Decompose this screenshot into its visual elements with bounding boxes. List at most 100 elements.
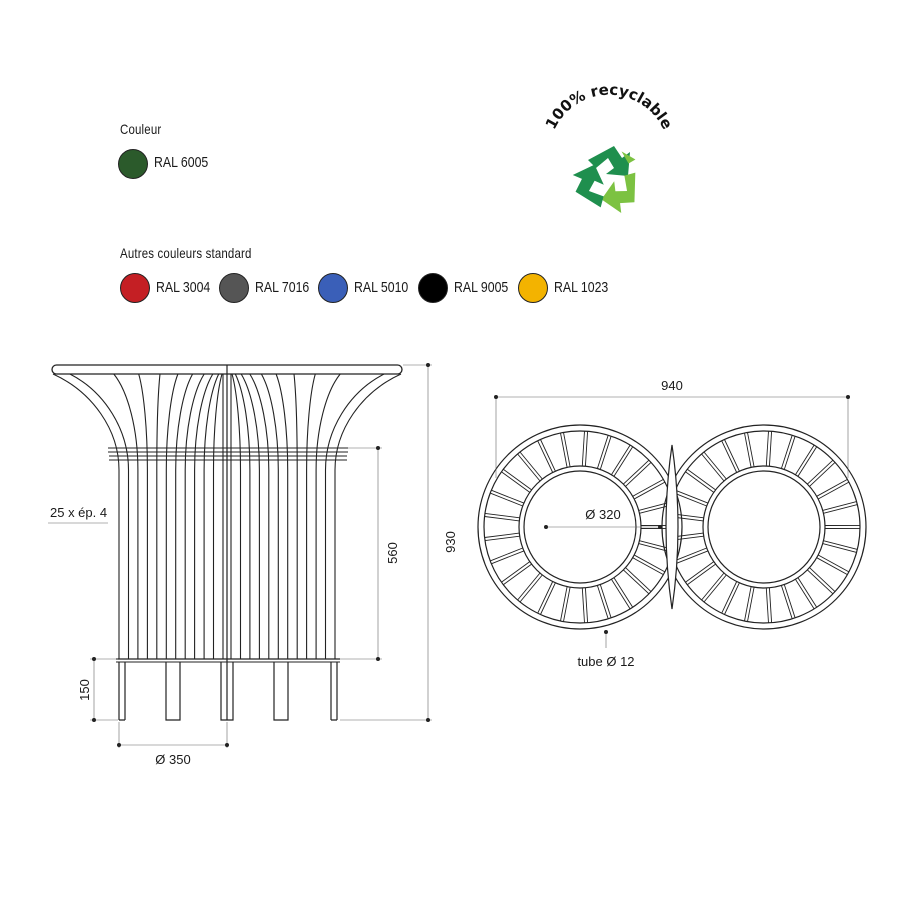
cage-bar: [156, 373, 161, 659]
cage-bar: [334, 373, 402, 659]
ring-spoke: [675, 550, 709, 565]
ring-spoke: [703, 451, 727, 480]
recycle-badge-text: 100% recyclable: [542, 81, 677, 133]
ring-spoke: [517, 572, 541, 601]
ring-spoke: [633, 481, 666, 500]
legs: [118, 662, 338, 721]
ring-spoke: [560, 586, 568, 622]
ring-spoke: [623, 459, 650, 485]
cage-bar: [315, 373, 341, 659]
ring-spoke: [613, 577, 634, 608]
ring-spoke: [491, 489, 525, 504]
cage-bar: [260, 373, 279, 659]
ring-spoke: [809, 567, 836, 592]
colour-swatch: [518, 273, 548, 303]
ring-spoke: [816, 479, 848, 497]
colour-swatch-label: RAL 3004: [156, 279, 211, 296]
ring-spoke: [747, 432, 755, 467]
ring-spoke: [613, 446, 634, 477]
recycle-badge: 100% recyclable: [542, 81, 677, 214]
ring-spoke: [817, 554, 850, 573]
ring-spoke: [685, 471, 715, 493]
ring-spoke: [599, 584, 612, 618]
ring-spoke: [581, 431, 585, 467]
dim-leg-height: 150: [77, 679, 92, 701]
colour-swatch-label: RAL 7016: [255, 279, 310, 296]
main-colour-label: RAL 6005: [154, 154, 209, 171]
ring-spoke: [623, 569, 650, 595]
other-colours-title: Autres couleurs standard: [120, 245, 252, 261]
ring-spoke: [501, 561, 531, 583]
ring-spoke: [703, 574, 727, 603]
cage-bar: [324, 373, 385, 659]
cage-bar: [249, 373, 270, 659]
ring-spoke: [783, 584, 796, 618]
colour-swatch-label: RAL 1023: [554, 279, 609, 296]
ring-spoke: [563, 587, 571, 622]
ring-spoke: [491, 550, 525, 565]
cage-bar: [293, 373, 298, 659]
ring-spoke: [517, 453, 541, 482]
ring-spoke: [503, 468, 532, 491]
ring-spoke: [701, 453, 725, 482]
ring-spoke: [783, 436, 796, 470]
colour-swatch-label: RAL 5010: [354, 279, 409, 296]
ring-spoke: [625, 462, 652, 487]
leg: [165, 662, 181, 721]
ring-spoke: [484, 512, 520, 519]
ring-spoke: [599, 436, 612, 470]
ring-spoke: [537, 581, 554, 614]
ring-spoke: [687, 468, 716, 491]
ring-spoke: [503, 563, 532, 586]
cage-bar: [231, 373, 242, 659]
ring-spoke: [721, 581, 738, 614]
dim-tube: tube Ø 12: [577, 654, 634, 669]
ring-spoke: [807, 569, 834, 595]
cage-bar: [138, 373, 148, 659]
ring-spoke: [632, 479, 664, 497]
ring-spoke: [540, 439, 556, 472]
colour-swatch: [120, 273, 150, 303]
cage-bar: [194, 373, 214, 659]
ring-spoke: [724, 439, 740, 472]
ring-spoke: [768, 587, 773, 623]
ring-spoke: [817, 481, 850, 500]
ring-spoke: [809, 462, 836, 487]
ring-spoke: [807, 459, 834, 485]
ring-spoke: [747, 587, 755, 622]
ring-spoke: [563, 432, 571, 467]
ring-spoke: [797, 446, 818, 477]
ring-spoke: [724, 582, 740, 615]
leg: [273, 662, 289, 721]
cage-bar: [175, 373, 194, 659]
ring-spoke: [674, 547, 707, 562]
ring-spoke: [780, 435, 793, 469]
dim-top-width: 940: [661, 378, 683, 393]
ring-spoke: [519, 451, 543, 480]
ring-spoke: [795, 444, 815, 475]
ring-spoke: [632, 557, 664, 575]
dim-cage-height: 560: [385, 542, 400, 564]
ring-spoke: [674, 492, 707, 507]
ring-spoke: [596, 585, 609, 619]
ring-spoke: [768, 431, 773, 467]
ring-spoke: [797, 577, 818, 608]
colour-swatch-label: RAL 9005: [454, 279, 509, 296]
ring-spoke: [584, 587, 589, 623]
leg: [330, 662, 338, 721]
cage-bar: [52, 373, 120, 659]
cage-bar: [203, 373, 220, 659]
ring-spoke: [611, 444, 631, 475]
recycle-icon: [572, 146, 636, 214]
ring-spoke: [540, 582, 556, 615]
colour-section-title: Couleur: [120, 121, 162, 137]
ring-spoke: [744, 586, 752, 622]
ring-spoke: [823, 540, 858, 550]
ring-spoke: [795, 579, 815, 610]
cage-bar: [306, 373, 316, 659]
ring-spoke: [823, 504, 858, 514]
side-view: [51, 364, 403, 721]
ring-spoke: [822, 501, 857, 511]
ring-spoke: [490, 547, 523, 562]
